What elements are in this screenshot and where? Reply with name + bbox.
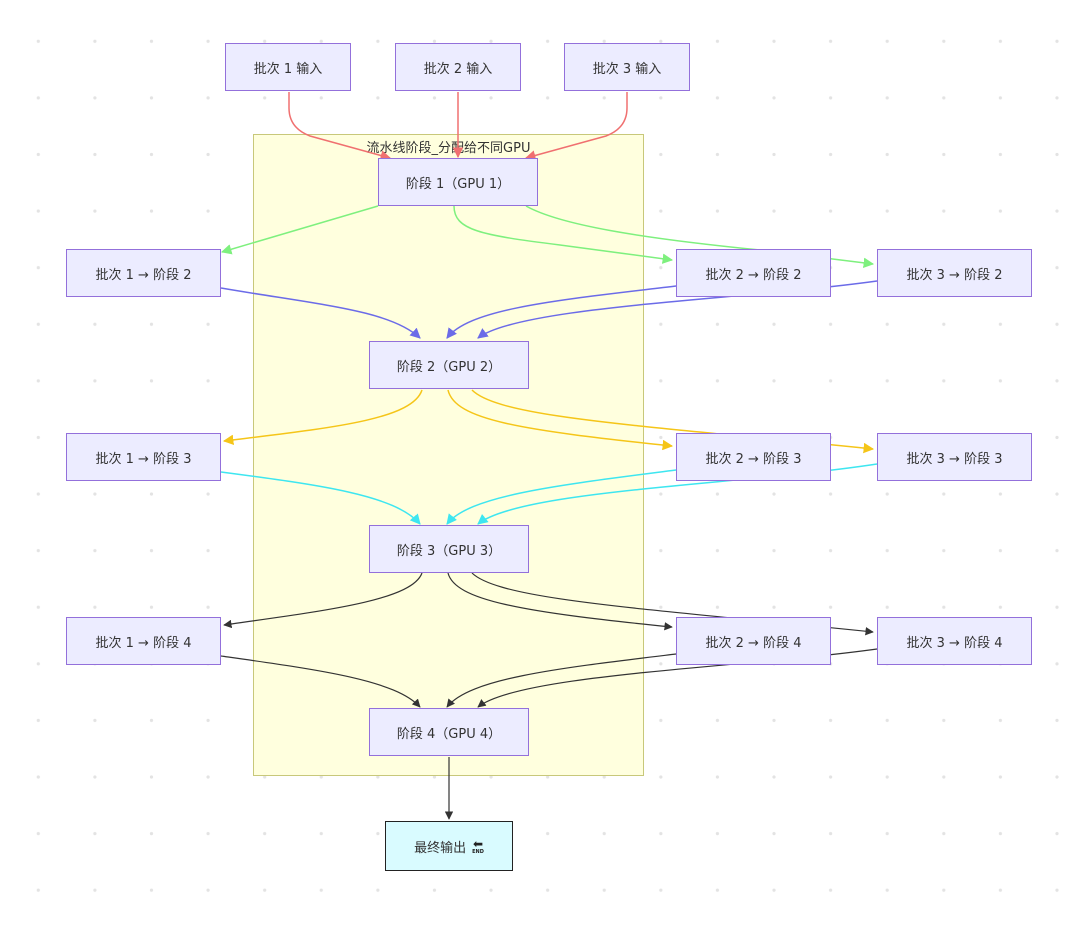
stage1-gpu1-node[interactable]: 阶段 1（GPU 1）: [378, 158, 538, 206]
edge-in3-s1: [524, 92, 628, 161]
edge-s2-b2s3: [447, 389, 674, 451]
batch2-stage3-node[interactable]: 批次 2 → 阶段 3: [676, 433, 831, 481]
edge-b1s2-s2: [220, 287, 421, 339]
batch1-stage2-node[interactable]: 批次 1 → 阶段 2: [66, 249, 221, 297]
arrow-left-end-icon: ⬅ END: [472, 836, 484, 855]
batch3-stage3-node[interactable]: 批次 3 → 阶段 3: [877, 433, 1032, 481]
edge-s3-b1s4: [223, 572, 423, 629]
batch2-input-node[interactable]: 批次 2 输入: [395, 43, 521, 91]
batch2-stage4-node[interactable]: 批次 2 → 阶段 4: [676, 617, 831, 665]
batch1-stage3-node[interactable]: 批次 1 → 阶段 3: [66, 433, 221, 481]
edge-b1s4-s4: [220, 655, 421, 708]
edge-s1-b3s2: [525, 205, 875, 269]
cluster-label: 流水线阶段_分配给不同GPU: [366, 141, 531, 156]
final-output-label: 最终输出: [414, 840, 467, 856]
batch2-stage2-node[interactable]: 批次 2 → 阶段 2: [676, 249, 831, 297]
batch3-input-node[interactable]: 批次 3 输入: [564, 43, 690, 91]
edge-b2s4-s4: [446, 653, 677, 708]
stage3-gpu3-node[interactable]: 阶段 3（GPU 3）: [369, 525, 529, 573]
end-icon-text: END: [472, 848, 484, 855]
edge-b1s3-s3: [220, 471, 421, 525]
stage2-gpu2-node[interactable]: 阶段 2（GPU 2）: [369, 341, 529, 389]
batch1-stage4-node[interactable]: 批次 1 → 阶段 4: [66, 617, 221, 665]
batch3-stage4-node[interactable]: 批次 3 → 阶段 4: [877, 617, 1032, 665]
edge-s1-b2s2: [453, 205, 674, 264]
batch1-input-node[interactable]: 批次 1 输入: [225, 43, 351, 91]
edge-s1-b1s2: [220, 205, 379, 255]
pipeline-stage-cluster: 流水线阶段_分配给不同GPU: [253, 134, 644, 776]
edge-b2s3-s3: [446, 469, 677, 525]
edge-in1-s1: [288, 92, 392, 161]
stage4-gpu4-node[interactable]: 阶段 4（GPU 4）: [369, 708, 529, 756]
final-output-node[interactable]: 最终输出 ⬅ END: [385, 821, 513, 871]
edge-s2-b1s3: [222, 389, 423, 446]
edge-s3-b2s4: [447, 572, 673, 631]
edge-b2s2-s2: [446, 285, 677, 339]
batch3-stage2-node[interactable]: 批次 3 → 阶段 2: [877, 249, 1032, 297]
